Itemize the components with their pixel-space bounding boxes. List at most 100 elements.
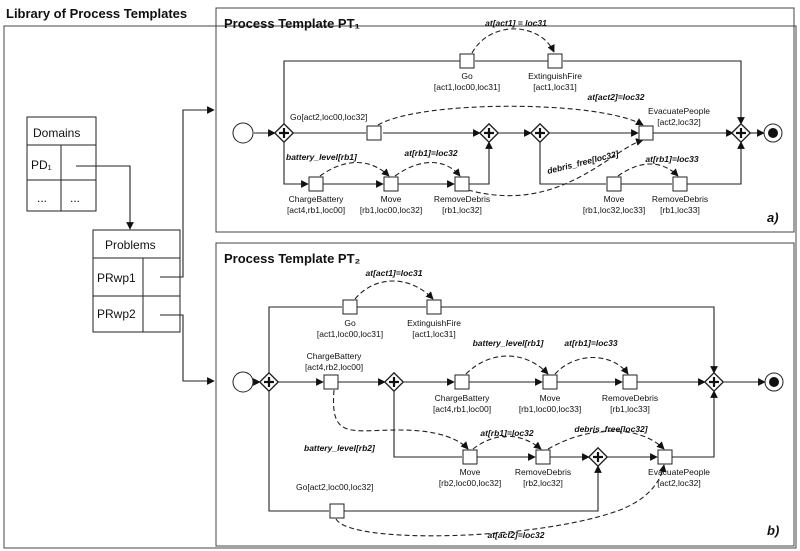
pt1-annotation-battery: battery_level[rb1] <box>286 152 358 162</box>
pt2-task-go-act2[interactable] <box>329 503 345 519</box>
pt2-move-rb1-name: Move <box>540 393 561 403</box>
pt2-extinguish-params: [act1,loc31] <box>412 329 455 339</box>
pt2-task-charge-battery-rb2[interactable] <box>323 374 339 390</box>
pt2-title: Process Template PT₂ <box>224 251 361 266</box>
pt1-extinguish-params: [act1,loc31] <box>533 82 576 92</box>
pt1-dependencies <box>319 28 679 197</box>
pt1-end-dot <box>768 128 778 138</box>
pt2-go-name: Go <box>344 318 356 328</box>
pt2-go-params: [act1,loc00,loc31] <box>317 329 383 339</box>
pt2-annotation-debris-free: debris_free[loc32] <box>574 424 648 434</box>
prwp2-to-pt2-arrow <box>160 314 215 385</box>
pt2-remove-rb2-params: [rb2,loc32] <box>523 478 563 488</box>
pt1-gateway-join-2 <box>730 122 752 144</box>
pt1-annotation-at-rb1-33: at[rb1]=loc33 <box>645 154 698 164</box>
pt2-task-extinguish-fire[interactable] <box>426 299 442 315</box>
process-template-pt1: Process Template PT₁ a) <box>215 7 795 233</box>
pt1-move1-name: Move <box>381 194 402 204</box>
pt2-task-go[interactable] <box>342 299 358 315</box>
pt1-go-act2-label: Go[act2,loc00,loc32] <box>290 112 368 122</box>
pt1-task-remove-debris-2[interactable] <box>672 176 688 192</box>
pt2-end-dot <box>769 377 779 387</box>
pt1-task-charge-battery[interactable] <box>308 176 324 192</box>
domain-to-problems-arrow <box>76 165 134 230</box>
pt2-go-act2-label: Go[act2,loc00,loc32] <box>296 482 374 492</box>
pt2-annotation-at-act2: at[act2]=loc32 <box>488 530 545 540</box>
pt2-charge-rb1-params: [act4,rb1,loc00] <box>433 404 491 414</box>
pt2-sequence-flows <box>253 306 766 512</box>
pt2-gateway-split-2 <box>383 371 405 393</box>
domains-header: Domains <box>33 126 80 140</box>
pt1-task-go[interactable] <box>459 53 475 69</box>
pt1-charge-params: [act4,rb1,loc00] <box>287 205 345 215</box>
pt2-charge-rb2-name: ChargeBattery <box>307 351 363 361</box>
pt1-remove1-name: RemoveDebris <box>434 194 490 204</box>
pt1-evacuate-params: [act2,loc32] <box>657 117 700 127</box>
pt2-tag: b) <box>767 523 779 538</box>
problem-prwp2[interactable]: PRwp2 <box>97 307 136 321</box>
pt1-move2-params: [rb1,loc32,loc33] <box>583 205 645 215</box>
pt1-title: Process Template PT₁ <box>224 16 360 31</box>
pt1-task-go-act2[interactable] <box>366 125 382 141</box>
pt1-remove2-name: RemoveDebris <box>652 194 708 204</box>
problem-prwp1[interactable]: PRwp1 <box>97 271 136 285</box>
pt2-remove-rb2-name: RemoveDebris <box>515 467 571 477</box>
pt2-gateway-join-2 <box>703 371 725 393</box>
domain-pd1[interactable]: PD₁ <box>31 158 52 172</box>
pt1-gateway-join-1 <box>478 122 500 144</box>
problems-table: Problems PRwp1 PRwp2 <box>92 229 181 333</box>
pt2-task-charge-battery-rb1[interactable] <box>454 374 470 390</box>
pt2-frame <box>215 242 795 547</box>
pt2-task-evacuate-people[interactable] <box>657 449 673 465</box>
pt1-annotation-debris-free: debris_free[loc32] <box>546 148 621 176</box>
domain-ellipsis-a: ... <box>37 191 47 205</box>
pt2-task-move-rb1[interactable] <box>542 374 558 390</box>
library-frame <box>3 25 797 549</box>
pt1-task-remove-debris-1[interactable] <box>454 176 470 192</box>
pt2-charge-rb2-params: [act4,rb2,loc00] <box>305 362 363 372</box>
pt2-gateway-split-1 <box>258 371 280 393</box>
pt2-remove-rb1-params: [rb1,loc33] <box>610 404 650 414</box>
pt1-task-evacuate-people[interactable] <box>638 125 654 141</box>
pt1-task-move-1[interactable] <box>383 176 399 192</box>
pt2-charge-rb1-name: ChargeBattery <box>435 393 491 403</box>
prwp1-to-pt1-arrow <box>160 106 215 278</box>
pt1-annotation-at-act1: at[act1] = loc31 <box>485 18 547 28</box>
pt2-task-remove-debris-rb1[interactable] <box>622 374 638 390</box>
pt1-frame <box>215 7 795 233</box>
pt2-evacuate-name: EvacuatePeople <box>648 467 710 477</box>
problems-header: Problems <box>105 238 156 252</box>
pt1-go-name: Go <box>461 71 473 81</box>
pt1-evacuate-name: EvacuatePeople <box>648 106 710 116</box>
pt2-gateway-join-1 <box>587 446 609 468</box>
pt2-evacuate-params: [act2,loc32] <box>657 478 700 488</box>
pt2-annotation-battery-rb2: battery_level[rb2] <box>304 443 376 453</box>
library-title: Library of Process Templates <box>6 6 187 21</box>
pt2-task-move-rb2[interactable] <box>462 449 478 465</box>
pt2-move-rb1-params: [rb1,loc00,loc33] <box>519 404 581 414</box>
pt2-move-rb2-name: Move <box>460 467 481 477</box>
pt1-tag: a) <box>767 210 779 225</box>
pt1-annotation-at-act2: at[act2]=loc32 <box>588 92 645 102</box>
pt1-remove1-params: [rb1,loc32] <box>442 205 482 215</box>
pt1-charge-name: ChargeBattery <box>289 194 345 204</box>
pt1-sequence-flows <box>254 60 765 188</box>
pt1-move2-name: Move <box>604 194 625 204</box>
pt1-gateway-split-1 <box>273 122 295 144</box>
pt2-dependencies <box>332 280 667 537</box>
domains-table: Domains PD₁ ... ... <box>26 116 97 212</box>
pt1-go-params: [act1,loc00,loc31] <box>434 82 500 92</box>
pt1-move1-params: [rb1,loc00,loc32] <box>360 205 422 215</box>
pt1-remove2-params: [rb1,loc33] <box>660 205 700 215</box>
pt2-move-rb2-params: [rb2,loc00,loc32] <box>439 478 501 488</box>
pt2-remove-rb1-name: RemoveDebris <box>602 393 658 403</box>
pt1-annotation-at-rb1-32: at[rb1]=loc32 <box>404 148 457 158</box>
domain-ellipsis-b: ... <box>70 191 80 205</box>
pt2-annotation-battery-rb1: battery_level[rb1] <box>473 338 545 348</box>
pt1-task-move-2[interactable] <box>606 176 622 192</box>
pt1-task-extinguish-fire[interactable] <box>547 53 563 69</box>
pt2-annotation-at-rb1-32: at[rb1]=loc32 <box>480 428 533 438</box>
pt2-start-event <box>232 371 254 393</box>
pt2-task-remove-debris-rb2[interactable] <box>535 449 551 465</box>
